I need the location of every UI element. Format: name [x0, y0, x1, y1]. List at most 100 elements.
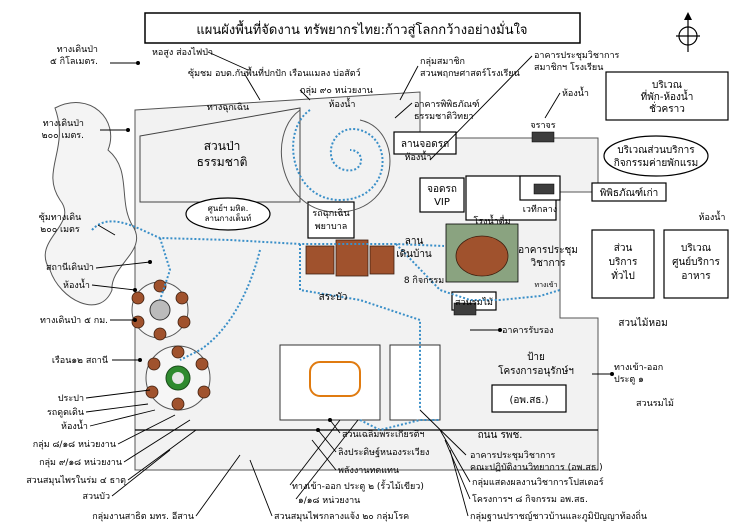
- zone-food-center[interactable]: [663, 229, 729, 299]
- leader-lines: [85, 51, 612, 517]
- area-pine-garden-label: สวนไม้หอม: [618, 317, 667, 329]
- map-label: อาหาร: [681, 271, 711, 282]
- trail-cluster-north: [159, 237, 172, 301]
- forest-park-block: [139, 107, 301, 203]
- map-label: กลุ่มฐานปราชญ์ชาวบ้านและภูมิปัญญาท้องถิ่…: [470, 509, 647, 522]
- zone-camp-services[interactable]: [603, 135, 709, 177]
- running-track: [309, 361, 361, 397]
- museum-spiral: [280, 109, 391, 213]
- area-camp-services-label: บริเวณส่วนบริการ กิจกรรมค่ายพักแรม: [614, 145, 699, 169]
- area-canteen-label: โรงน้ำดื่ม: [473, 214, 510, 227]
- title-box: [144, 12, 581, 44]
- map-label: อาคารประชุมวิชาการ: [470, 450, 556, 461]
- map-label: พลังงานทดแทน: [338, 466, 399, 476]
- area-pond-label: สระบัว: [319, 292, 348, 303]
- map-label: กลุ่มสมาชิก: [420, 56, 465, 67]
- map-label: โครงการอนุรักษ์ฯ: [498, 364, 574, 377]
- map-label: ธรรมชาติวิทยา: [414, 111, 473, 122]
- map-label: ทางเข้า-ออก: [614, 362, 663, 373]
- area-forest-park-label: สวนป่า ธรรมชาติ: [197, 139, 248, 169]
- map-label: พยาบาล: [315, 222, 348, 232]
- area-toilet-top-label: ห้องน้ำ: [329, 97, 356, 110]
- map-label: อาคารประชุม: [518, 245, 578, 256]
- zone-general-services[interactable]: [591, 229, 655, 299]
- map-label: รถฉุกเฉิน: [312, 208, 349, 219]
- compass-north-icon: [676, 12, 700, 52]
- area-museum-old-label: พิพิธภัณฑ์เก่า: [600, 187, 659, 199]
- map-label: หอสูง ส่องไฟป่า: [152, 47, 213, 58]
- map-label: สวนบัว: [83, 492, 110, 502]
- cluster-group-south: [145, 345, 211, 411]
- area-vip-parking-label: จอดรถ VIP: [427, 184, 457, 208]
- area-traffic-label: จราจร: [530, 121, 555, 131]
- map-label: กลุ่ม ๙๐ หน่วยงาน: [300, 86, 373, 96]
- area-general-services-label: ส่วน บริการ ทั่วไป: [609, 243, 638, 282]
- map-label: ศูนย์บริการ: [672, 256, 720, 268]
- map-label: ๒๐๐ เมตร: [40, 225, 80, 235]
- map-label: ห้องน้ำ: [61, 419, 88, 432]
- area-parking-lot-label: ลานจอดรถ: [401, 139, 449, 150]
- meeting-hall-building: [445, 223, 519, 283]
- map-label: จอดรถ: [427, 184, 457, 195]
- map-label: ประปา: [58, 394, 84, 404]
- map-label: ซุ้มทางเดิน: [39, 212, 82, 223]
- map-label: ชั่วคราว: [649, 101, 685, 115]
- box-parking-lot[interactable]: [393, 131, 457, 155]
- map-label: วิชาการ: [530, 258, 566, 269]
- map-label: รถดูดเดิน: [47, 407, 84, 418]
- map-label: เรือน๑๒ สถานี: [52, 355, 108, 366]
- map-label: ธรรมชาติ: [197, 155, 248, 169]
- area-toilet-mid-label: ห้องน้ำ: [405, 150, 432, 163]
- map-label: ประตู ๑: [614, 375, 644, 385]
- nature-trail-circle[interactable]: [185, 197, 271, 231]
- area-tree-garden-label: สวนรมไม้: [455, 297, 493, 308]
- central-buildings: [305, 239, 395, 277]
- map-label: ทางเข้า-ออก ประตู ๒ (รั้วไม้เขียว): [292, 479, 424, 492]
- map-label: ทั่วไป: [611, 268, 635, 282]
- box-vip-parking[interactable]: [419, 177, 465, 213]
- map-label: ทางเดินป่า: [57, 44, 98, 55]
- map-label: โครงการฯ ๘ กิจกรรม อพ.สธ.: [472, 494, 588, 505]
- trail-south: [299, 244, 421, 410]
- map-label: ป้าย: [527, 351, 545, 363]
- cluster-group-north: [131, 279, 191, 341]
- area-emergency-road-label: ทางฉุกเฉิน: [207, 102, 249, 113]
- area-project-sign-sub-label: (อพ.สธ.): [510, 395, 549, 406]
- map-label: ทางเดินป่า ๕ กม.: [40, 315, 108, 326]
- area-meeting-hall-label: อาคารประชุม วิชาการ: [518, 245, 578, 269]
- map-label: บริเวณส่วนบริการ: [617, 145, 695, 156]
- area-project-sign-label: ป้าย โครงการอนุรักษ์ฯ: [498, 351, 574, 377]
- area-court-label: ลาน เดินบ้าน: [396, 236, 432, 260]
- area-road-label: ถนน รพช.: [478, 430, 523, 441]
- map-label: สถานีเดินป่า: [46, 262, 94, 273]
- map-label: ลิงประดิษฐ์หนองระเวียง: [338, 446, 429, 458]
- map-label: บริการ: [609, 257, 638, 268]
- zone-rest-area[interactable]: [605, 71, 729, 121]
- map-label: กลุ่ม ๘/๑๘ หน่วยงาน: [33, 440, 116, 450]
- zone-museum-old[interactable]: [591, 182, 667, 202]
- map-label: อาคารพิพิธภัณฑ์: [414, 98, 479, 110]
- map-label: ที่พัก-ห้องน้ำ: [641, 89, 694, 103]
- map-label: ห้องน้ำ: [562, 86, 589, 99]
- map-label: ทางเดินป่า: [43, 118, 84, 129]
- area-kitchen-label: 8 กิจกรรม: [404, 275, 444, 286]
- area-nature-trail-circle-label: ศูนย์ฯ มหิด. ลานกางเต็นท์: [205, 203, 252, 223]
- box-project-sign-sub: [491, 384, 567, 413]
- map-label: VIP: [434, 197, 450, 208]
- map-label: กิจกรรมค่ายพักแรม: [614, 158, 699, 169]
- tent-building: [533, 183, 555, 195]
- map-label: ส่วน: [614, 243, 633, 254]
- map-label: ซุ้มชม อบต.กับพื้นที่ปกปัก เรือนแมลง บ่อ…: [188, 66, 361, 79]
- map-label: กลุ่มแสดงผลงานวิชาการโปสเตอร์: [472, 476, 604, 488]
- area-toilet-right-label: ห้องน้ำ: [699, 210, 726, 223]
- right-labels: อาคารรับรอง ทางเข้า-ออก ประตู ๑: [502, 326, 663, 385]
- top-labels: หอสูง ส่องไฟป่า ซุ้มชม อบต.กับพื้นที่ปกป…: [152, 47, 620, 122]
- map-title: แผนผังพื้นที่จัดงาน ทรัพยากรไทย:ก้าวสู่โ…: [196, 20, 527, 38]
- map-label: สวนพฤกษศาสตร์โรงเรียน: [420, 67, 520, 79]
- map-label: สวนสมุนไพรกลางแจ้ง ๒๐ กลุ่มโรค: [274, 511, 409, 522]
- area-emergency-car-label: รถฉุกเฉิน พยาบาล: [312, 208, 349, 232]
- map-label: ๕ กิโลเมตร.: [50, 56, 98, 67]
- map-label: ห้องน้ำ: [63, 278, 90, 291]
- trail-main-east-west: [91, 220, 445, 247]
- bottom-labels: สวนเฉลิมพระเกียรติฯ ลิงประดิษฐ์หนองระเวี…: [274, 429, 647, 522]
